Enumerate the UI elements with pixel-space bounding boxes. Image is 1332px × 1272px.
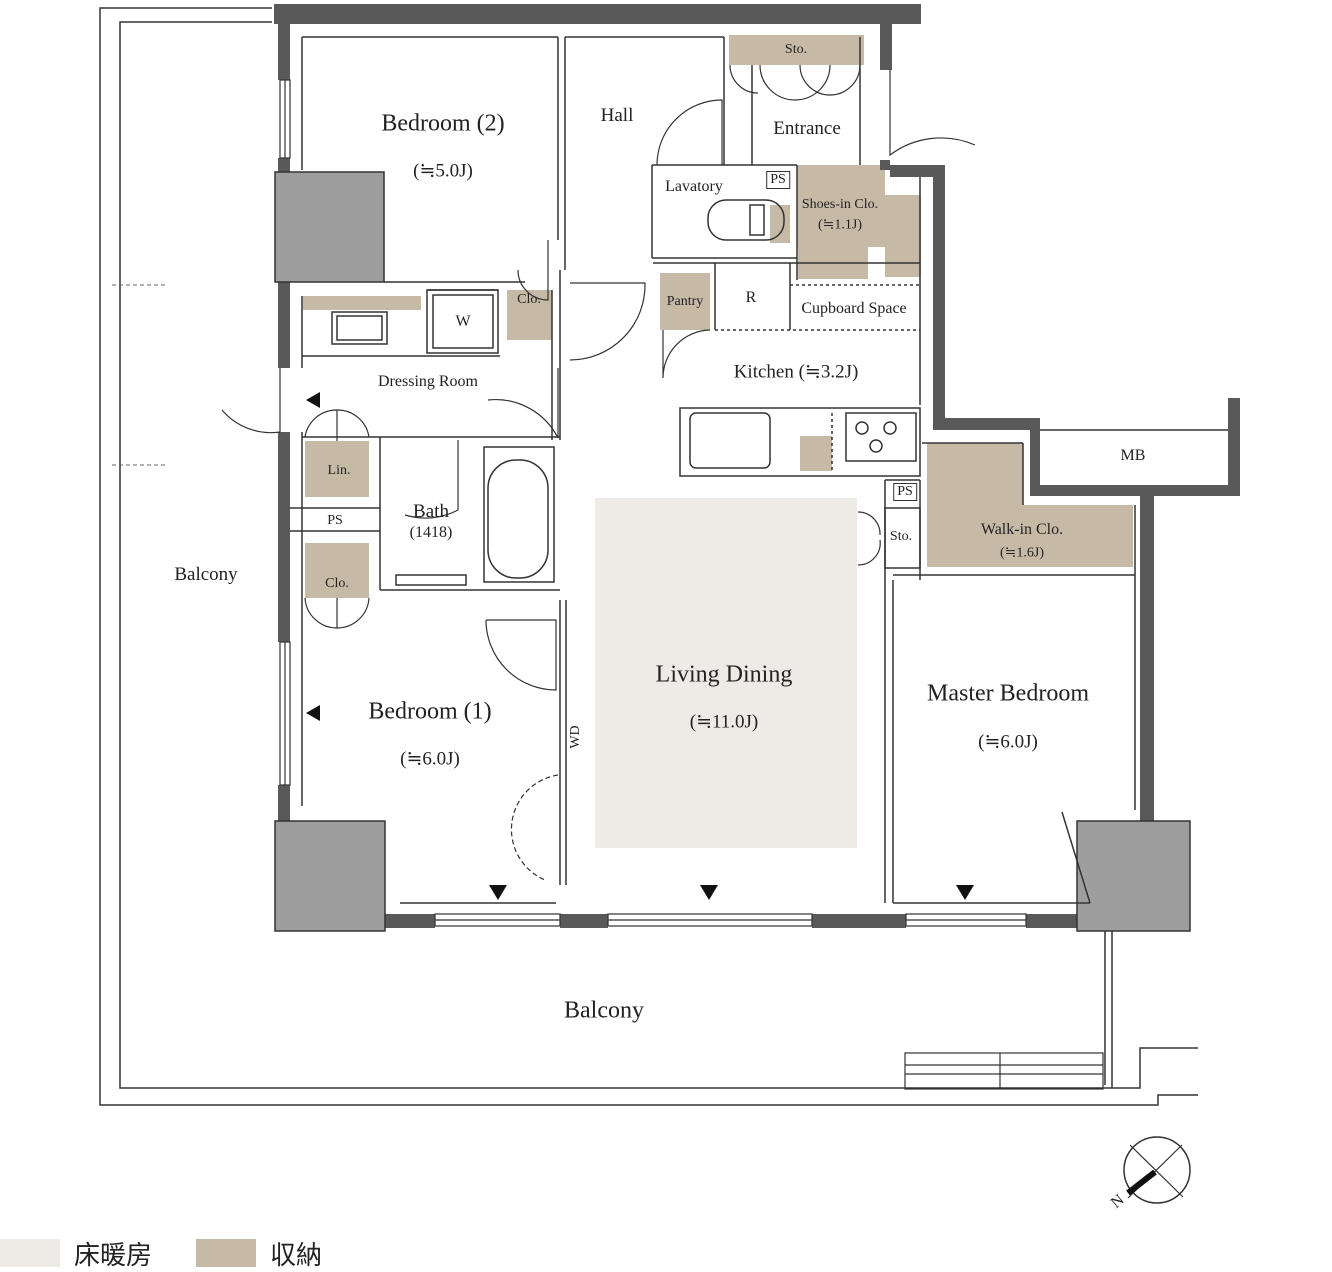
floor-heating-area [595,498,857,848]
cupboard-label: Cupboard Space [801,300,907,317]
balcony-left-label: Balcony [174,564,238,585]
master-bedroom-area: (≒6.0J) [978,731,1038,753]
mb-label: MB [1120,447,1146,464]
columns [274,171,1191,932]
shoes-in-closet-area: (≒1.1J) [817,217,863,233]
bedroom2-name: Bedroom (2) [381,110,505,137]
hall-label: Hall [600,105,634,126]
walls [274,4,1240,928]
balcony-outline [99,7,1198,1106]
legend-floor-heating: 床暖房 [0,1236,153,1271]
partitions [290,36,1228,904]
living-dining-area: (≒11.0J) [689,711,759,733]
bedroom1-name: Bedroom (1) [368,698,492,725]
sto-right-label: Sto. [889,529,913,544]
wd-label: WD [568,725,583,749]
clo-left-label: Clo. [325,576,349,591]
balcony-bottom-label: Balcony [564,997,644,1024]
walkin-closet-name: Walk-in Clo. [980,521,1064,538]
balcony-railing [904,1052,1104,1090]
legend-floor-heating-label: 床暖房 [74,1240,153,1271]
kitchen-label: Kitchen (≒3.2J) [733,361,859,383]
ps-left-label: PS [327,513,343,528]
ps-right-label: PS [893,483,917,501]
entrance-label: Entrance [773,118,841,139]
legend-storage: 収納 [196,1236,323,1271]
bedroom2-area: (≒5.0J) [413,160,473,182]
legend-storage-label: 収納 [270,1240,323,1271]
dressing-room-label: Dressing Room [378,373,478,390]
balcony-dashes [112,284,165,466]
bath-size: (1418) [409,524,453,541]
fridge-label: R [745,289,757,306]
compass-icon [1123,1136,1191,1204]
windows [279,79,1027,927]
master-bedroom-name: Master Bedroom [927,680,1089,707]
lavatory-label: Lavatory [665,178,723,195]
pantry-label: Pantry [666,294,704,309]
washer-label: W [455,313,471,330]
floor-heating-swatch [0,1239,60,1267]
sto-top-label: Sto. [784,42,808,57]
living-dining-name: Living Dining [655,661,793,688]
bedroom1-area: (≒6.0J) [400,748,460,770]
ps-lavatory-label: PS [766,171,790,189]
view-arrows [306,392,974,900]
bath-name: Bath [413,501,449,522]
storage-areas [303,35,1133,598]
shoes-in-closet-name: Shoes-in Clo. [801,197,879,212]
storage-swatch [196,1239,256,1267]
linen-label: Lin. [327,463,351,478]
door-swings [221,64,976,881]
clo-top-label: Clo. [517,292,541,307]
walkin-closet-area: (≒1.6J) [999,545,1045,561]
